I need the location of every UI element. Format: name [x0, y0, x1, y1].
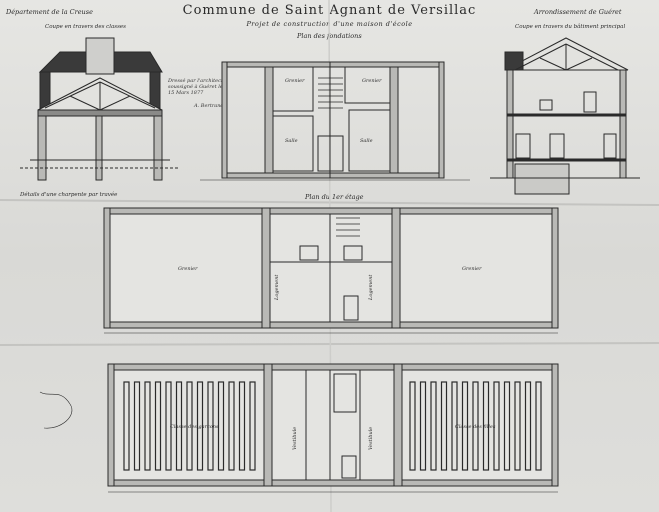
room-salle-2: Salle [360, 138, 373, 144]
desk-row [154, 381, 162, 471]
desk-row [144, 381, 151, 471]
paper-fold [0, 342, 659, 346]
room-grenier-upper-right: Grenier [462, 266, 482, 272]
desk-row [461, 381, 469, 471]
desk-row [249, 381, 256, 471]
desk-row [524, 381, 532, 471]
approval-note [39, 391, 73, 429]
desk-row [165, 381, 172, 471]
room-classe-garcons: Classe des garçons [170, 424, 219, 430]
desk-row [419, 381, 427, 471]
framing-note: Détails d'une charpente par travée [20, 192, 118, 198]
desk-row [503, 381, 511, 471]
room-grenier-upper-left: Grenier [178, 266, 198, 272]
desk-row [207, 381, 214, 471]
room-classe-filles: Classe des filles [455, 424, 496, 430]
upper-floor-caption: Plan du 1er étage [305, 193, 364, 201]
desk-row [514, 381, 521, 471]
desks-boys [123, 381, 256, 471]
room-vestibule-1: Vestibule [292, 427, 298, 450]
plan-ground-floor [107, 363, 559, 493]
department-label: Département de la Creuse [6, 8, 93, 16]
desk-row [217, 381, 225, 471]
arrondissement-label: Arrondissement de Guéret [534, 8, 622, 16]
desk-row [451, 381, 458, 471]
room-grenier-1: Grenier [285, 78, 305, 84]
desk-row [228, 381, 235, 471]
desk-row [493, 381, 500, 471]
desk-row [238, 381, 246, 471]
desk-row [440, 381, 448, 471]
architect-note: Dressé par l'architecte soussigné à Guér… [168, 78, 226, 96]
desk-row [175, 381, 183, 471]
section-right-caption: Coupe en travers du bâtiment principal [515, 24, 626, 30]
section-left-caption: Coupe en travers des classes [45, 24, 126, 30]
desk-row [133, 381, 141, 471]
room-salle-1: Salle [285, 138, 298, 144]
desks-girls [409, 381, 542, 471]
desk-row [186, 381, 193, 471]
plan-upper-floor [103, 207, 559, 334]
architect-signature: A. Bertrand [194, 103, 224, 109]
desk-row [482, 381, 490, 471]
desk-row [472, 381, 479, 471]
room-logement-1: Logement [274, 274, 280, 301]
section-left-classes [20, 37, 180, 181]
desk-row [535, 381, 542, 471]
desk-row [409, 381, 416, 471]
room-vestibule-2: Vestibule [368, 427, 374, 450]
desk-row [196, 381, 204, 471]
room-grenier-2: Grenier [362, 78, 382, 84]
plan-foundations [200, 61, 470, 181]
section-right-main [490, 37, 640, 195]
room-logement-2: Logement [368, 274, 374, 301]
desk-row [123, 381, 130, 471]
desk-row [430, 381, 437, 471]
